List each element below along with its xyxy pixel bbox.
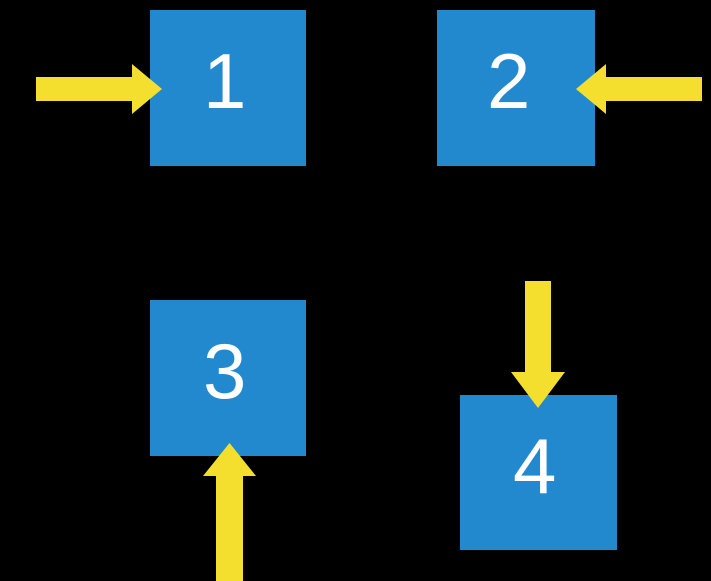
arrow-down-into-box-4 [511,281,565,408]
box-1[interactable] [150,10,306,166]
box-3-label: 3 [203,327,247,415]
box-2-label: 2 [487,37,531,125]
box-2[interactable] [437,10,595,166]
box-4-label: 4 [513,422,557,510]
box-4[interactable] [460,395,617,550]
box-3[interactable] [150,300,306,456]
arrow-up-into-box-3 [203,443,256,581]
arrow-left-into-box-2 [576,64,702,114]
box-1-label: 1 [203,37,247,125]
arrow-right-into-box-1 [36,64,162,114]
